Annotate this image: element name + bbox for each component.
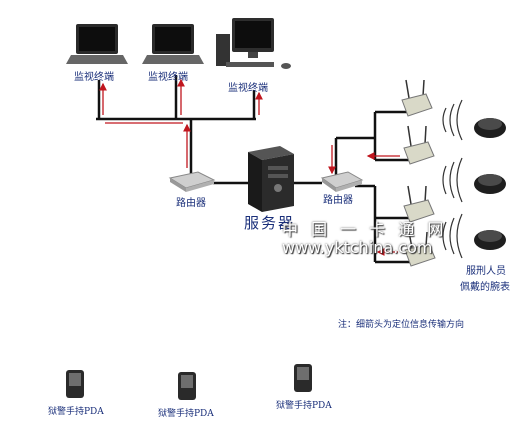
wearer-label-line2: 佩戴的腕表	[460, 282, 510, 293]
router-label-right: 路由器	[323, 195, 353, 206]
wireless-signal-arcs	[442, 99, 463, 259]
wristband-tag-2	[474, 174, 506, 194]
pda-device-2	[178, 372, 196, 400]
terminal-label-2: 监视终端	[148, 72, 188, 83]
watermark-text: 中 国 一 卡 通 网	[282, 220, 448, 239]
watermark-url: www.yktchina.com	[282, 238, 433, 257]
router-left	[168, 171, 216, 192]
pda-device-1	[66, 370, 84, 398]
terminal-label-3: 监视终端	[228, 83, 268, 94]
pda-device-3	[294, 364, 312, 392]
server	[248, 146, 294, 212]
access-point-1	[401, 79, 433, 117]
data-flow-arrows	[99, 78, 400, 256]
terminal-label-1: 监视终端	[74, 72, 114, 83]
legend-note: 注：细箭头为定位信息传输方向	[338, 320, 465, 330]
pda-label-1: 狱警手持PDA	[48, 407, 104, 417]
monitor-terminal-3	[216, 18, 291, 69]
network-links	[96, 75, 414, 264]
access-point-3	[403, 185, 435, 223]
monitor-terminal-2	[142, 24, 204, 64]
access-point-4	[404, 231, 436, 267]
pda-label-2: 狱警手持PDA	[158, 409, 214, 419]
monitor-terminal-1	[66, 24, 128, 64]
router-label-left: 路由器	[176, 198, 206, 209]
access-point-2	[403, 125, 435, 165]
wearer-label-line1: 服刑人员	[466, 266, 506, 277]
wristband-tag-3	[474, 230, 506, 250]
wristband-tag-1	[474, 118, 506, 138]
pda-label-3: 狱警手持PDA	[276, 401, 332, 411]
router-right	[320, 171, 364, 192]
server-label: 服务器	[244, 214, 296, 232]
